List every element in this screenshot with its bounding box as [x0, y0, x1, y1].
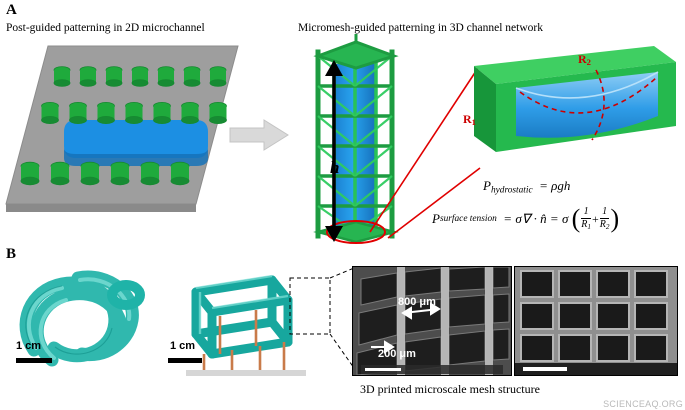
radius-label-r1: R1 — [463, 112, 476, 127]
eq1-rhs: = ρgh — [539, 178, 571, 193]
scalebar-left-bar — [16, 358, 52, 363]
height-label: h — [330, 158, 340, 177]
r2-letter: R — [578, 52, 587, 66]
eq2-fraction-2: 1 R2 — [599, 206, 610, 231]
zoom-connector-lines — [369, 67, 481, 239]
caption-left: Post-guided patterning in 2D microchanne… — [6, 22, 205, 34]
eq2-fraction-1: 1 R1 — [581, 207, 591, 231]
eq2-plus-sign: + — [592, 211, 599, 226]
r1-subscript: 1 — [471, 117, 476, 128]
diagram-2d-microchannel — [5, 45, 239, 212]
sem-dim-wall-label: 200 μm — [378, 348, 416, 360]
eq2-rhs: = σ∇ · n̂ = σ — [503, 211, 569, 226]
eq2-right-paren: ) — [610, 204, 620, 233]
panel-a-letter: A — [6, 2, 17, 18]
caption-bottom: 3D printed microscale mesh structure — [360, 382, 540, 396]
eq2-frac1-denominator: R — [581, 218, 588, 230]
sem-leader-lines — [289, 268, 355, 369]
equation-hydrostatic: Phydrostatic = ρgh — [483, 178, 570, 195]
height-arrow-icon — [325, 60, 343, 242]
eq1-p: P — [483, 178, 491, 193]
eq2-frac2-numerator: 1 — [602, 206, 608, 218]
sem-panel-right — [514, 266, 678, 376]
eq2-frac1-denominator-sub: 1 — [587, 222, 591, 231]
sem-dim-width-label: 800 μm — [398, 296, 436, 308]
eq2-left-paren: ( — [571, 204, 581, 233]
eq2-frac2-denominator-sub: 2 — [605, 222, 610, 231]
r1-letter: R — [463, 112, 472, 126]
eq2-p: P — [432, 211, 440, 226]
diagram-3d-micromesh-tower — [313, 34, 399, 244]
eq1-subscript: hydrostatic — [490, 185, 533, 196]
transition-arrow-icon — [229, 119, 289, 151]
eq2-subscript: surface tension — [439, 214, 497, 224]
caption-right: Micromesh-guided patterning in 3D channe… — [298, 22, 543, 34]
scalebar-mid-label: 1 cm — [170, 340, 196, 352]
r2-subscript: 2 — [586, 57, 591, 68]
eq2-frac2-denominator: R — [599, 218, 606, 230]
scalebar-left-label: 1 cm — [16, 340, 42, 352]
eq2-frac1-numerator: 1 — [583, 206, 589, 218]
diagram-meniscus-zoom — [474, 46, 676, 152]
panel-b-letter: B — [6, 246, 17, 262]
photo-knotted-tube — [8, 262, 158, 380]
watermark-label: SCIENCEAQ.ORG — [603, 399, 683, 409]
scalebar-mid-bar — [168, 358, 202, 363]
sem-panel-left — [352, 266, 512, 376]
radius-label-r2: R2 — [578, 52, 591, 67]
